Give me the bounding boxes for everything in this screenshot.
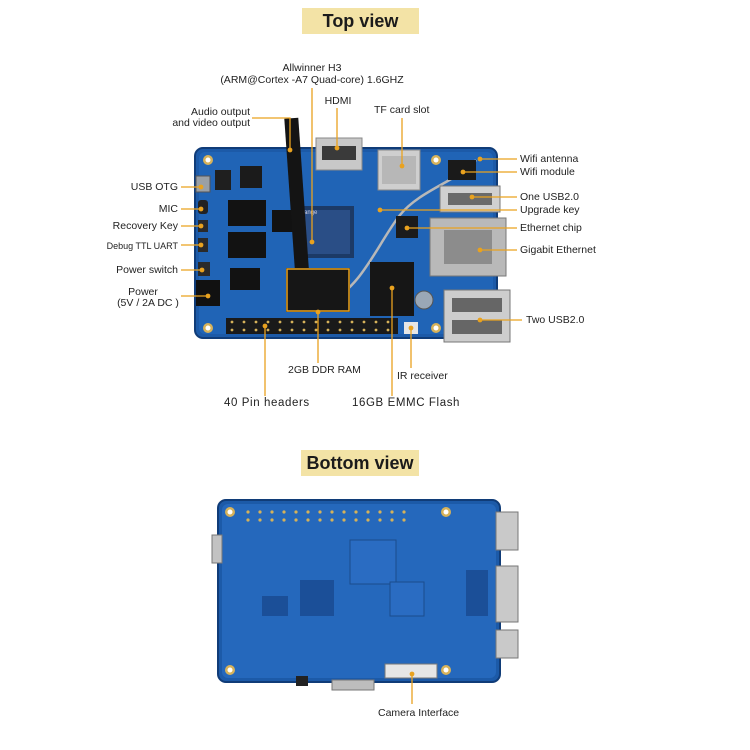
two-usb-label: Two USB2.0 — [526, 314, 585, 326]
cpu-label-line1: Allwinner H3 — [282, 62, 342, 74]
audio-label-line1: Audio output — [191, 106, 250, 118]
debug-uart-label: Debug TTL UART — [106, 241, 178, 251]
bottom-view-title: Bottom view — [301, 450, 419, 476]
ethernet-chip-label: Ethernet chip — [520, 222, 582, 234]
top-board: range — [194, 117, 511, 343]
usb-otg-label: USB OTG — [130, 181, 178, 193]
mic-label: MIC — [158, 203, 178, 215]
upgrade-key-label: Upgrade key — [520, 204, 580, 216]
audio-label-line2: and video output — [172, 117, 250, 129]
leader-dots — [198, 145, 483, 677]
leader-lines — [181, 88, 522, 704]
camera-interface-label: Camera Interface — [378, 707, 460, 719]
power-label-line1: Power — [128, 286, 158, 298]
pin-headers-label: 40 Pin headers — [224, 397, 310, 409]
bottom-board — [211, 499, 519, 691]
top-view-title: Top view — [302, 8, 419, 34]
wifi-antenna-label: Wifi antenna — [520, 153, 579, 165]
power-label-line2: (5V / 2A DC ) — [117, 297, 179, 309]
ir-receiver-label: IR receiver — [397, 370, 448, 382]
cpu-label-line2: (ARM@Cortex -A7 Quad-core) 1.6GHZ — [220, 74, 404, 86]
ram-label: 2GB DDR RAM — [288, 364, 361, 376]
hdmi-label: HDMI — [324, 95, 352, 107]
svg-text:range: range — [302, 210, 318, 216]
tf-card-label: TF card slot — [374, 104, 430, 116]
recovery-key-label: Recovery Key — [112, 220, 178, 232]
wifi-module-label: Wifi module — [520, 166, 575, 178]
gigabit-ethernet-label: Gigabit Ethernet — [520, 244, 596, 256]
one-usb-label: One USB2.0 — [520, 191, 579, 203]
emmc-label: 16GB EMMC Flash — [352, 397, 461, 409]
power-switch-label: Power switch — [116, 264, 178, 276]
